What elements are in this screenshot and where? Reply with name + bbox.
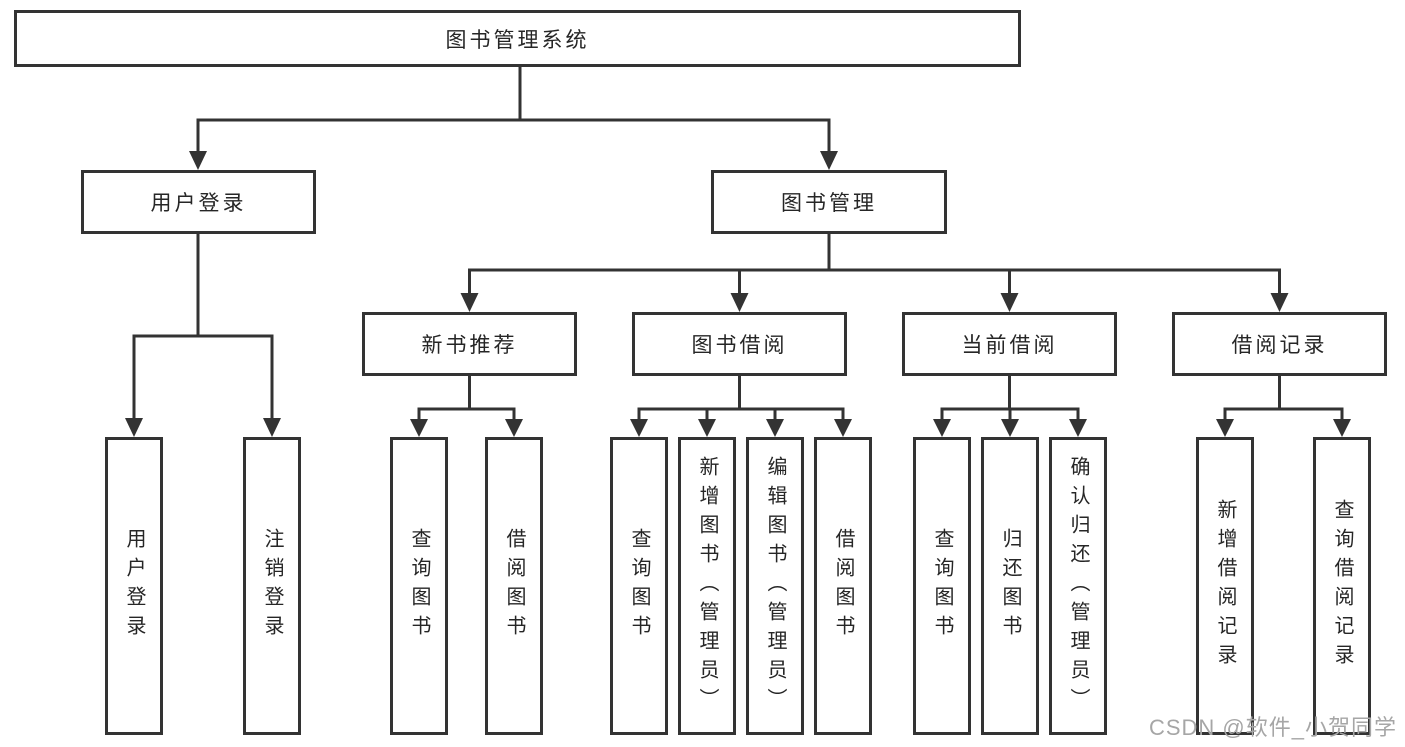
leaf-edit-books-admin: 编辑图书（管理员） (746, 437, 804, 735)
leaf-borrow-books: 借阅图书 (814, 437, 872, 735)
node-book-borrowing-label: 图书借阅 (691, 334, 788, 357)
node-user-login: 用户登录 (81, 170, 316, 234)
leaf-recommend-query-books: 查询图书 (390, 437, 448, 735)
node-borrow-records-label: 借阅记录 (1231, 334, 1328, 357)
leaf-query-borrow-record: 查询借阅记录 (1313, 437, 1371, 735)
leaf-add-borrow-record-label: 新增借阅记录 (1214, 499, 1236, 673)
leaf-recommend-borrow-books-label: 借阅图书 (503, 528, 525, 644)
node-book-management-label: 图书管理 (781, 192, 877, 215)
leaf-edit-books-admin-label: 编辑图书（管理员） (764, 455, 786, 717)
node-book-borrowing: 图书借阅 (632, 312, 847, 376)
leaf-return-books: 归还图书 (981, 437, 1039, 735)
watermark: CSDN @软件_小贺同学 (1148, 715, 1397, 740)
node-root: 图书管理系统 (14, 10, 1021, 67)
node-current-borrowing-label: 当前借阅 (961, 334, 1058, 357)
leaf-user-login-label: 用户登录 (123, 528, 145, 644)
node-new-book-recommend-label: 新书推荐 (421, 334, 518, 357)
node-new-book-recommend: 新书推荐 (362, 312, 577, 376)
leaf-add-borrow-record: 新增借阅记录 (1196, 437, 1254, 735)
leaf-current-query-books: 查询图书 (913, 437, 971, 735)
leaf-borrow-books-label: 借阅图书 (832, 528, 854, 644)
leaf-borrowing-query-books: 查询图书 (610, 437, 668, 735)
node-current-borrowing: 当前借阅 (902, 312, 1117, 376)
leaf-return-books-label: 归还图书 (999, 528, 1021, 644)
node-root-label: 图书管理系统 (445, 28, 590, 52)
leaf-recommend-query-books-label: 查询图书 (408, 528, 430, 644)
node-book-management: 图书管理 (711, 170, 947, 234)
leaf-borrowing-query-books-label: 查询图书 (628, 528, 650, 644)
leaf-logout-label: 注销登录 (261, 528, 283, 644)
leaf-confirm-return-admin-label: 确认归还（管理员） (1067, 455, 1089, 717)
leaf-query-borrow-record-label: 查询借阅记录 (1331, 499, 1353, 673)
leaf-logout: 注销登录 (243, 437, 301, 735)
leaf-add-books-admin: 新增图书（管理员） (678, 437, 736, 735)
node-borrow-records: 借阅记录 (1172, 312, 1387, 376)
leaf-recommend-borrow-books: 借阅图书 (485, 437, 543, 735)
leaf-confirm-return-admin: 确认归还（管理员） (1049, 437, 1107, 735)
leaf-current-query-books-label: 查询图书 (931, 528, 953, 644)
leaf-user-login: 用户登录 (105, 437, 163, 735)
leaf-add-books-admin-label: 新增图书（管理员） (696, 455, 718, 717)
node-user-login-label: 用户登录 (150, 192, 247, 215)
